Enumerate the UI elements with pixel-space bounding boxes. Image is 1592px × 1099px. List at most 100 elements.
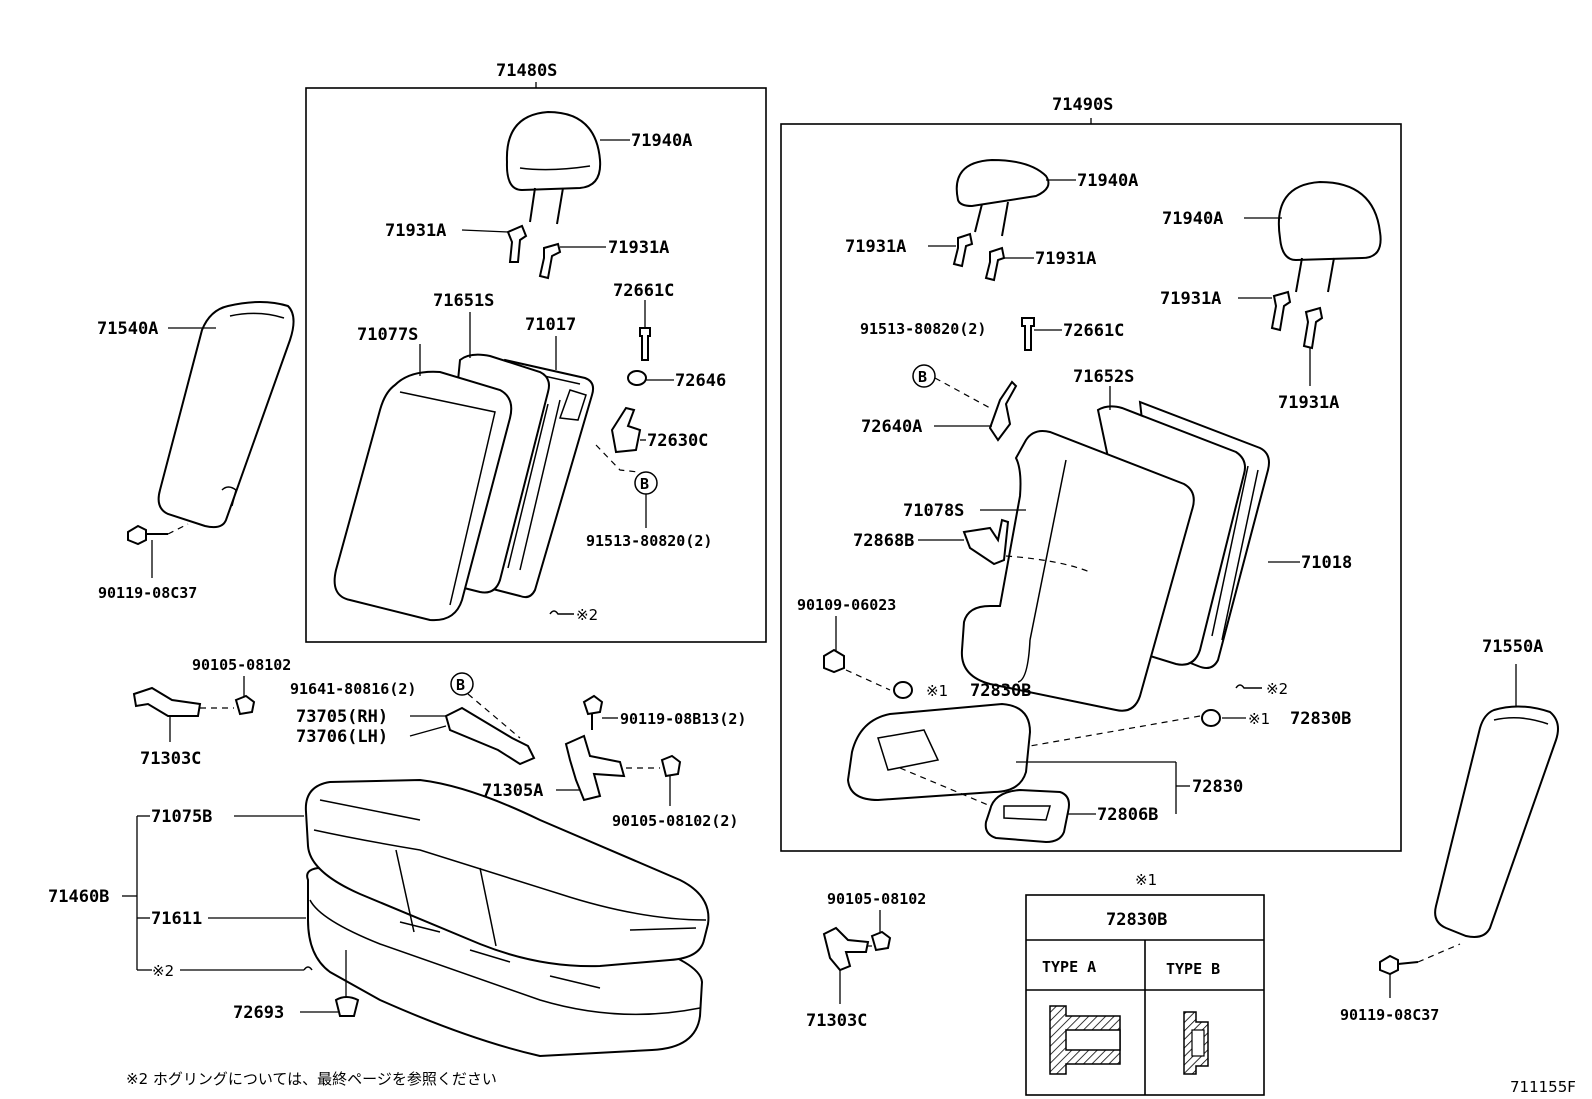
headrest-71940a-left: 71940A xyxy=(505,110,692,225)
headrest-71940a-right-2: 71940A xyxy=(1162,180,1382,293)
label-71652s: 71652S xyxy=(1073,367,1134,387)
label-ring2-right: ※2 xyxy=(1266,680,1288,698)
label-72830: 72830 xyxy=(1192,777,1243,797)
label-71940a-right-1: 71940A xyxy=(1077,171,1138,191)
headrest-71940a-right-1: 71940A xyxy=(955,158,1138,237)
footnote-hog-ring: ※2 ホグリングについては、最終ページを参照ください xyxy=(126,1070,497,1088)
label-71611: 71611 xyxy=(151,909,202,929)
support-71931a-right-2: 71931A 71931A xyxy=(1160,289,1339,413)
label-71075b: 71075B xyxy=(151,807,212,827)
label-71077s: 71077S xyxy=(357,325,418,345)
screw-90119-right: 90119-08C37 xyxy=(1340,943,1461,1024)
legend-type-a: TYPE A xyxy=(1042,958,1096,976)
label-71305a: 71305A xyxy=(482,781,543,801)
screw-90119-08b13: 90119-08B13(2) xyxy=(582,694,746,730)
marker-b-right: B xyxy=(912,364,991,409)
svg-text:B: B xyxy=(640,475,649,493)
label-71931a-left-2: 71931A xyxy=(608,238,669,258)
bushing-72646: 72646 xyxy=(627,370,726,391)
label-ring1-b: ※1 xyxy=(1248,710,1270,728)
screw-90119-left: 90119-08C37 xyxy=(98,523,197,602)
label-90105-08102-b: 90105-08102 xyxy=(827,890,926,908)
marker-b-lower: B xyxy=(456,676,465,694)
support-71931a-left: 71931A 71931A xyxy=(385,221,669,280)
legend-72830b: ※1 72830B TYPE A TYPE B xyxy=(1025,871,1265,1096)
label-ring2-left: ※2 xyxy=(576,606,598,624)
hog-ring-left: ※2 xyxy=(549,606,598,624)
legend-mark: ※1 xyxy=(1135,871,1157,889)
label-71303c-b: 71303C xyxy=(806,1011,867,1031)
seat-cushion-71460b: 71075B 71611 71460B ※2 xyxy=(48,778,710,1058)
label-91641-80816: 91641-80816(2) xyxy=(290,680,416,698)
label-71940a-right-2: 71940A xyxy=(1162,209,1223,229)
striker-72630c: 72630C xyxy=(595,406,708,473)
group-71490s-label: 71490S xyxy=(1052,95,1113,115)
label-90119-08c37-right: 90119-08C37 xyxy=(1340,1006,1439,1024)
lock-73705-73706: 73705(RH) 73706(LH) xyxy=(296,706,536,766)
label-73705: 73705(RH) xyxy=(296,707,388,727)
hinge-71305a: 71305A 90105-08102(2) xyxy=(482,734,738,830)
label-91513-right: 91513-80820(2) xyxy=(860,320,986,338)
label-72806b: 72806B xyxy=(1097,805,1158,825)
label-71018: 71018 xyxy=(1301,553,1352,573)
label-72646: 72646 xyxy=(675,371,726,391)
label-90109-06023: 90109-06023 xyxy=(797,596,896,614)
bracket-71303c-a: 71303C xyxy=(132,686,234,769)
bolt-72661c-right: 72661C 91513-80820(2) xyxy=(860,317,1124,351)
bolt-90105-b: 90105-08102 xyxy=(827,890,926,952)
label-90119-08c37-left: 90119-08C37 xyxy=(98,584,197,602)
label-72661c-right: 72661C xyxy=(1063,321,1124,341)
label-72630c: 72630C xyxy=(647,431,708,451)
label-71651s: 71651S xyxy=(433,291,494,311)
armrest-72830: 72830 xyxy=(846,702,1243,814)
bracket-71303c-b: 71303C xyxy=(806,926,872,1031)
clip-72693: 72693 xyxy=(233,950,360,1023)
armrest-71540a: 71540A xyxy=(97,301,295,529)
bolt-90105-a: 90105-08102 xyxy=(192,656,291,716)
legend-part: 72830B xyxy=(1106,910,1167,930)
label-71550a: 71550A xyxy=(1482,637,1543,657)
label-ring2-cushion: ※2 xyxy=(152,962,174,980)
label-73706: 73706(LH) xyxy=(296,727,388,747)
label-91513-left: 91513-80820(2) xyxy=(586,532,712,550)
legend-type-b: TYPE B xyxy=(1166,960,1220,978)
label-72693: 72693 xyxy=(233,1003,284,1023)
cap-72830b-a: ※1 72830B xyxy=(893,681,1031,701)
bolt-72661c-left: 72661C xyxy=(613,281,674,361)
label-90105-08102-2: 90105-08102(2) xyxy=(612,812,738,830)
armrest-71550a: 71550A xyxy=(1434,637,1559,938)
label-72830b-a: 72830B xyxy=(970,681,1031,701)
label-72640a: 72640A xyxy=(861,417,922,437)
hog-ring-right: ※2 xyxy=(1235,680,1288,698)
hinge-72868b: 72868B xyxy=(853,518,1091,573)
label-90105-08102-a: 90105-08102 xyxy=(192,656,291,674)
label-90119-08b13: 90119-08B13(2) xyxy=(620,710,746,728)
label-71303c-a: 71303C xyxy=(140,749,201,769)
label-71931a-right-1b: 71931A xyxy=(1035,249,1096,269)
striker-72640a: 72640A xyxy=(861,380,1018,442)
group-71480s: 71480S xyxy=(305,61,767,643)
group-71490s: 71490S xyxy=(780,95,1402,852)
figure-code: 711155F xyxy=(1510,1078,1576,1096)
cupholder-72806b: 72806B xyxy=(984,788,1158,844)
cover-71077s: 71077S xyxy=(333,325,513,622)
cap-72830b-b: ※1 72830B xyxy=(1029,709,1351,747)
bolt-90109: 90109-06023 xyxy=(797,596,896,691)
label-71460b: 71460B xyxy=(48,887,109,907)
label-ring1-a: ※1 xyxy=(926,682,948,700)
svg-text:B: B xyxy=(918,368,927,386)
cover-71078s: 71078S xyxy=(903,430,1195,712)
label-71931a-right-1a: 71931A xyxy=(845,237,906,257)
label-72868b: 72868B xyxy=(853,531,914,551)
marker-b-left: B 91513-80820(2) xyxy=(586,471,712,550)
bolt-91641: 91641-80816(2) B xyxy=(290,672,521,739)
group-71480s-label: 71480S xyxy=(496,61,557,81)
label-72661c-left: 72661C xyxy=(613,281,674,301)
label-71078s: 71078S xyxy=(903,501,964,521)
label-71940a-left: 71940A xyxy=(631,131,692,151)
label-71931a-right-2a: 71931A xyxy=(1160,289,1221,309)
label-72830b-b: 72830B xyxy=(1290,709,1351,729)
label-71540a: 71540A xyxy=(97,319,158,339)
label-71017: 71017 xyxy=(525,315,576,335)
